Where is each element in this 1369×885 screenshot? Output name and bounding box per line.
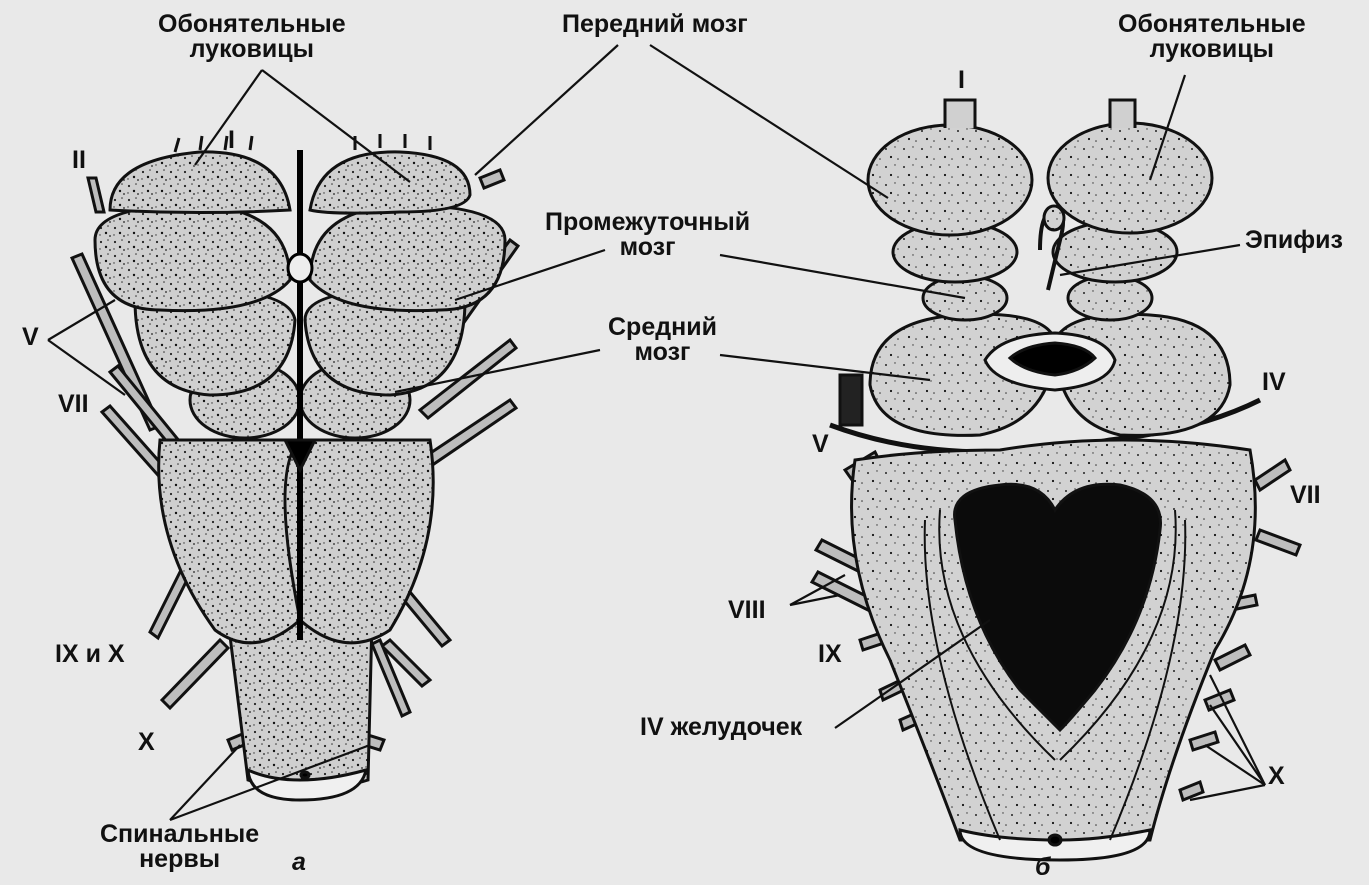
label-spinal-nerves: Спинальные нервы: [100, 822, 259, 872]
nerve-label-a-IX-X: IX и X: [55, 642, 125, 667]
nerve-label-a-V: V: [22, 325, 39, 350]
label-diencephalon: Промежуточный мозг: [545, 210, 750, 260]
nerve-label-b-IV: IV: [1262, 370, 1286, 395]
nerve-label-b-IX: IX: [818, 642, 842, 667]
label-diencephalon-line2: мозг: [545, 235, 750, 260]
label-olfactory-bulbs-right-line2: луковицы: [1118, 37, 1306, 62]
label-midbrain-line1: Средний: [608, 315, 717, 340]
label-midbrain-line2: мозг: [608, 340, 717, 365]
nerve-label-b-VII: VII: [1290, 483, 1321, 508]
nerve-label-a-II: II: [72, 148, 86, 173]
panel-label-a: а: [292, 850, 306, 875]
brain-dorsal-view-a: [72, 134, 518, 800]
label-fourth-ventricle: IV желудочек: [640, 715, 802, 740]
label-olfactory-bulbs-left-line1: Обонятельные: [158, 12, 346, 37]
brain-ventricle-view-b: [812, 100, 1300, 860]
nerve-label-a-X: X: [138, 730, 155, 755]
nerve-label-b-X: X: [1268, 764, 1285, 789]
panel-label-b: б: [1035, 855, 1050, 880]
label-spinal-nerves-line2: нервы: [100, 847, 259, 872]
label-midbrain: Средний мозг: [608, 315, 717, 365]
nerve-label-b-I: I: [958, 68, 965, 93]
label-diencephalon-line1: Промежуточный: [545, 210, 750, 235]
label-epiphysis: Эпифиз: [1245, 228, 1343, 253]
label-olfactory-bulbs-right-line1: Обонятельные: [1118, 12, 1306, 37]
label-forebrain: Передний мозг: [562, 12, 748, 37]
nerve-label-b-V: V: [812, 432, 829, 457]
nerve-label-a-VII: VII: [58, 392, 89, 417]
label-spinal-nerves-line1: Спинальные: [100, 822, 259, 847]
label-olfactory-bulbs-right: Обонятельные луковицы: [1118, 12, 1306, 62]
nerve-label-a-I: I: [228, 128, 235, 153]
label-olfactory-bulbs-left-line2: луковицы: [158, 37, 346, 62]
nerve-label-b-VIII: VIII: [728, 598, 766, 623]
label-olfactory-bulbs-left: Обонятельные луковицы: [158, 12, 346, 62]
